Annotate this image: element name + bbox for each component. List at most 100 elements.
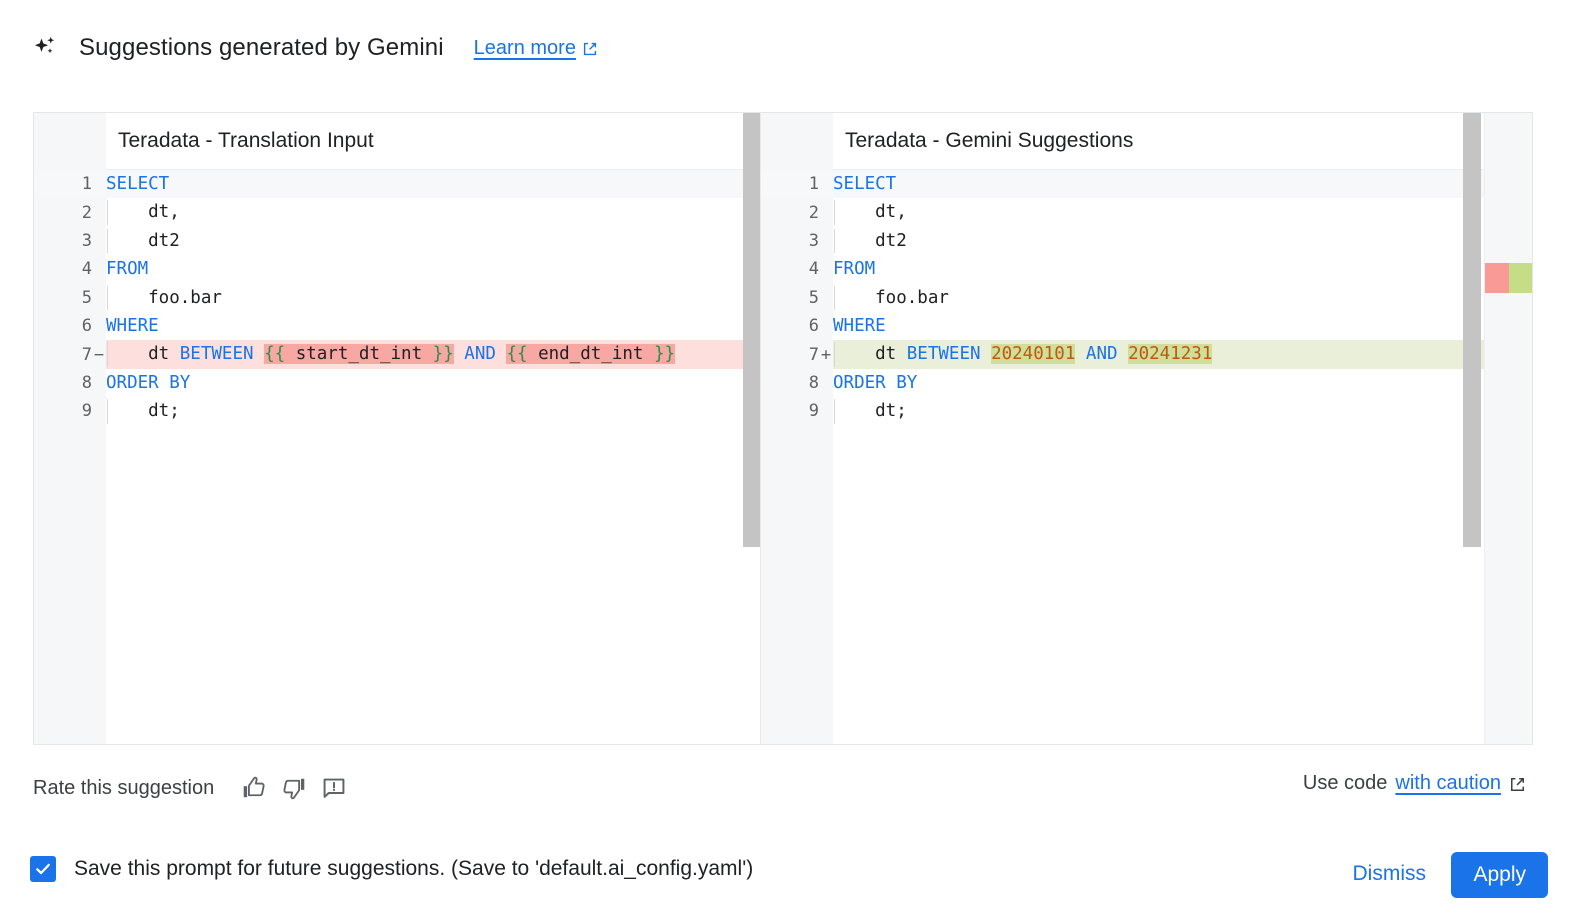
with-caution-link[interactable]: with caution (1395, 772, 1501, 794)
indent-guide (834, 228, 835, 254)
line-number: 2 (808, 202, 819, 223)
code-token: end_dt_int (527, 344, 654, 365)
report-feedback-icon[interactable] (316, 770, 352, 806)
line-number: 8 (81, 372, 92, 393)
code-line: 7+ dt BETWEEN 20240101 AND 20241231 (761, 340, 1532, 369)
code-token: ORDER BY (833, 372, 918, 393)
indent-guide (107, 228, 108, 254)
code-token (254, 344, 265, 364)
external-link-icon (1509, 776, 1525, 792)
code-text: dt; (833, 397, 1532, 425)
code-token: SELECT (106, 174, 170, 194)
indent-guide (834, 342, 835, 367)
line-number: 9 (808, 401, 819, 422)
line-number: 9 (81, 401, 92, 422)
line-number: 2 (81, 202, 92, 223)
dismiss-button[interactable]: Dismiss (1341, 854, 1439, 894)
code-token (496, 344, 507, 364)
rate-controls: Rate this suggestion (33, 770, 356, 806)
code-text: dt BETWEEN {{ start_dt_int }} AND {{ end… (106, 340, 760, 369)
vertical-scrollbar-right[interactable] (1463, 113, 1481, 547)
indent-guide (107, 285, 108, 310)
code-token: dt, (106, 202, 180, 223)
code-text: FROM (106, 255, 760, 283)
code-token: foo.bar (833, 287, 949, 308)
code-line: 2 dt, (761, 198, 1532, 226)
code-text: dt, (106, 198, 760, 226)
code-token (1075, 344, 1086, 364)
code-token: 20241231 (1128, 344, 1213, 365)
code-text: dt2 (833, 227, 1532, 255)
page-title: Suggestions generated by Gemini (79, 34, 444, 61)
save-prompt-label: Save this prompt for future suggestions.… (74, 857, 754, 880)
line-number: 5 (81, 287, 92, 308)
line-number: 3 (81, 230, 92, 251)
code-line: 5 foo.bar (34, 284, 760, 312)
use-code-label: Use code (1302, 772, 1388, 794)
line-number: 6 (81, 316, 92, 337)
line-number: 4 (81, 259, 92, 280)
code-line: 3 dt2 (34, 227, 760, 255)
ruler-mark-deleted (1485, 263, 1509, 293)
line-number: 7 (81, 344, 92, 365)
learn-more-link[interactable]: Learn more (474, 37, 598, 60)
apply-button[interactable]: Apply (1451, 852, 1548, 898)
external-link-icon (582, 40, 598, 56)
code-text: ORDER BY (833, 369, 1532, 397)
code-line: 4 FROM (34, 255, 760, 283)
code-text: SELECT (833, 170, 1532, 198)
thumb-down-icon[interactable] (276, 770, 312, 806)
code-token: }} (653, 344, 676, 365)
line-number: 4 (808, 259, 819, 280)
gutter-right (761, 113, 833, 744)
line-number: 6 (808, 316, 819, 337)
ruler-mark-inserted (1509, 263, 1532, 293)
code-text: dt; (106, 397, 760, 425)
code-text: foo.bar (106, 284, 760, 312)
code-token: }} (432, 344, 454, 365)
indent-guide (107, 200, 108, 225)
code-token (454, 344, 465, 364)
code-token: dt, (833, 202, 907, 223)
code-line: 7− dt BETWEEN {{ start_dt_int }} AND {{ … (34, 340, 760, 369)
line-number: 1 (81, 174, 92, 195)
diff-marker: − (93, 344, 105, 365)
code-line: 9 dt; (34, 397, 760, 425)
code-token: {{ (264, 344, 286, 365)
code-token: dt2 (833, 230, 907, 251)
overview-ruler[interactable] (1484, 113, 1532, 744)
save-prompt-row: Save this prompt for future suggestions.… (30, 856, 753, 882)
diff-pane-input: Teradata - Translation Input 1 SELECT 2 dt… (34, 113, 761, 744)
indent-guide (107, 342, 108, 367)
code-token: BETWEEN (179, 344, 254, 365)
code-text: SELECT (106, 170, 760, 198)
code-token: start_dt_int (285, 344, 433, 365)
code-text: ORDER BY (106, 369, 760, 397)
pane-title-left: Teradata - Translation Input (106, 113, 760, 170)
vertical-scrollbar-left[interactable] (743, 113, 760, 547)
learn-more-label: Learn more (473, 36, 576, 59)
save-prompt-checkbox[interactable] (30, 856, 56, 882)
indent-guide (834, 399, 835, 424)
thumb-up-icon[interactable] (236, 770, 272, 806)
code-token: AND (464, 344, 496, 365)
code-text: dt BETWEEN 20240101 AND 20241231 (833, 340, 1532, 369)
code-text: foo.bar (833, 284, 1532, 312)
footer: Save this prompt for future suggestions.… (0, 842, 1574, 918)
line-number: 8 (808, 372, 819, 393)
sparkle-icon (30, 33, 60, 63)
code-token: dt (833, 344, 907, 365)
code-line: 8 ORDER BY (761, 369, 1532, 397)
code-line: 8 ORDER BY (34, 369, 760, 397)
code-token: 20240101 (991, 344, 1076, 365)
rate-label: Rate this suggestion (33, 776, 215, 799)
code-token (1118, 344, 1129, 364)
